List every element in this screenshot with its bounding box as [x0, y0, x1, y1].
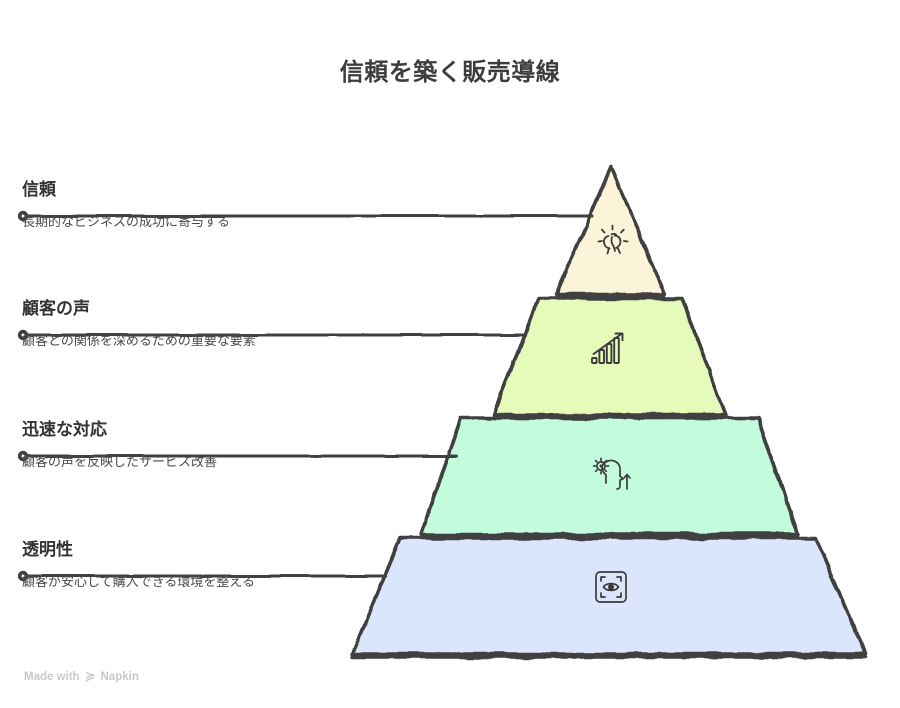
- tier-label-block-2[interactable]: 顧客の声 顧客との関係を深めるための重要な要素: [22, 299, 290, 351]
- connector-dot-3-hole: [21, 454, 25, 458]
- connector-dot-2-hole: [21, 333, 25, 337]
- tier-1-face: [554, 165, 667, 296]
- pyramid-tier-3[interactable]: [419, 416, 800, 539]
- pyramid-tier-2[interactable]: [492, 296, 728, 420]
- pyramid-tier-1[interactable]: [554, 165, 667, 299]
- tier-3-face: [419, 416, 800, 536]
- tier-2-face: [492, 296, 728, 417]
- tier-1-description: 長期的なビジネスの成功に寄与する: [22, 214, 231, 230]
- tier-2-description: 顧客との関係を深めるための重要な要素: [22, 333, 256, 349]
- tier-3-description: 顧客の声を反映したサービス改善: [22, 454, 218, 470]
- connector-lines: [22, 214, 594, 578]
- tier-4-description: 顧客が安心して購入できる環境を整える: [22, 574, 255, 590]
- napkin-brand-label: Napkin: [100, 670, 139, 683]
- connector-dot-1-hole: [21, 214, 25, 218]
- gear-head-icon: [592, 457, 631, 490]
- tier-4-label: 透明性: [22, 540, 73, 559]
- tier-2-label: 顧客の声: [22, 299, 90, 318]
- connector-dots: [17, 210, 29, 582]
- eye-frame-icon: [595, 571, 627, 603]
- made-with-napkin-badge[interactable]: Made with ≽ Napkin: [24, 668, 139, 683]
- pyramid-tier-4[interactable]: [350, 536, 868, 659]
- connector-dot-4-hole: [21, 574, 25, 578]
- tier-1-label: 信頼: [22, 180, 56, 199]
- page-title: 信頼を築く販売導線: [339, 59, 561, 86]
- handshake-icon: [597, 224, 629, 255]
- tier-label-block-4[interactable]: 透明性 顧客が安心して購入できる環境を整える: [22, 540, 290, 592]
- tier-4-face: [350, 536, 868, 656]
- napkin-logo-icon: ≽: [84, 668, 96, 683]
- tier-3-label: 迅速な対応: [22, 420, 107, 439]
- bar-chart-growth-icon: [591, 332, 624, 364]
- made-with-label: Made with: [24, 670, 80, 683]
- tier-label-block-1[interactable]: 信頼 長期的なビジネスの成功に寄与する: [22, 180, 290, 232]
- tier-label-block-3[interactable]: 迅速な対応 顧客の声を反映したサービス改善: [22, 420, 290, 472]
